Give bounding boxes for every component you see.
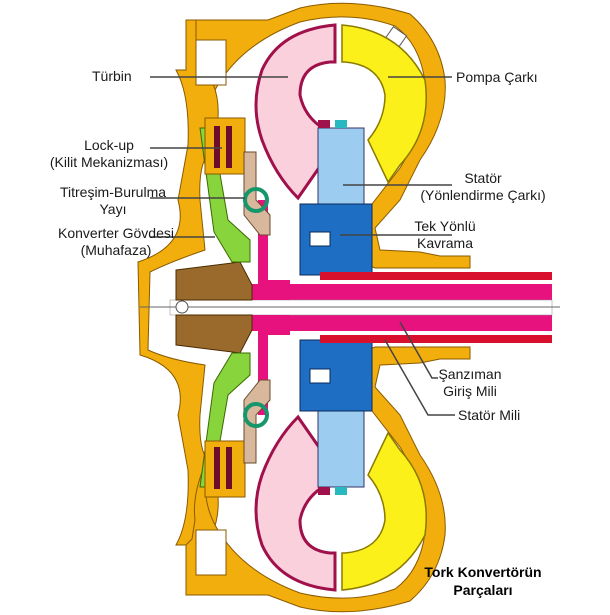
label-input-shaft-line2: Giriş Mili (443, 383, 497, 399)
damper-spring-top (243, 187, 269, 213)
lockup-plate-top-1 (214, 126, 220, 168)
stator (317, 120, 365, 495)
oneway-bottom-window (309, 368, 331, 384)
label-damper: Titreşim-Burulma Yayı (48, 184, 178, 218)
hub-top (175, 261, 253, 301)
lockup-plate-bottom-2 (226, 447, 232, 489)
label-lockup-line1: Lock-up (84, 137, 134, 153)
label-input-shaft-line1: Şanzıman (438, 366, 502, 382)
label-housing-line2: (Muhafaza) (80, 242, 152, 258)
label-damper-line2: Yayı (99, 201, 127, 217)
title-line1: Tork Konvertörün (424, 564, 542, 580)
housing-boss-top (195, 39, 227, 86)
leader-input-shaft (399, 321, 438, 379)
label-oneway-line1: Tek Yönlü (414, 218, 476, 234)
lockup-plate-top-2 (226, 126, 232, 168)
label-housing: Konverter Gövdesi (Muhafaza) (48, 225, 184, 259)
label-stator-line1: Statör (464, 170, 502, 186)
damper-plate-top (243, 151, 271, 236)
shafts (140, 200, 560, 415)
label-stator: Statör (Yönlendirme Çarkı) (408, 170, 558, 204)
leader-stator-shaft (384, 339, 455, 416)
label-input-shaft: Şanzıman Giriş Mili (430, 366, 510, 400)
turbine-hub-top (240, 200, 290, 300)
turbine-top (254, 23, 337, 201)
one-way-clutch (299, 203, 373, 412)
housing-boss-bottom (195, 529, 227, 576)
stator-cap-top (335, 120, 347, 128)
turbine-hub-bottom (240, 315, 290, 415)
label-housing-line1: Konverter Gövdesi (58, 225, 174, 241)
leader-lines (150, 76, 455, 416)
pilot-ball (175, 300, 189, 314)
label-oneway-clutch: Tek Yönlü Kavrama (400, 218, 490, 252)
stator-shaft-top (320, 272, 552, 280)
turbine (254, 23, 337, 592)
lockup-plate-bottom-1 (214, 447, 220, 489)
hub-bottom (175, 314, 253, 354)
label-lockup: Lock-up (Kilit Mekanizması) (36, 137, 182, 171)
damper-plate-bottom (243, 379, 271, 464)
turbine-tab-top (318, 120, 330, 128)
turbine-tab-bottom (318, 487, 330, 495)
label-oneway-line2: Kavrama (416, 235, 474, 251)
pump-top (341, 24, 427, 184)
label-lockup-line2: (Kilit Mekanizması) (49, 154, 169, 170)
stator-cap-bottom (335, 487, 347, 495)
pump-impeller (341, 24, 427, 591)
turbine-bottom (254, 414, 337, 592)
stator-blade-top (317, 127, 365, 207)
damper-spring-bottom (243, 402, 269, 428)
label-turbine: Türbin (92, 68, 132, 84)
lockup-frame-top (204, 117, 246, 175)
stator-blade-bottom (317, 408, 365, 488)
label-pump: Pompa Çarkı (456, 69, 538, 85)
label-damper-line1: Titreşim-Burulma (59, 184, 167, 200)
torsional-damper (243, 151, 271, 464)
diagram-title: Tork Konvertörün Parçaları (408, 563, 558, 599)
stator-shaft-bottom (320, 335, 552, 343)
title-line2: Parçaları (453, 582, 513, 598)
label-stator-line2: (Yönlendirme Çarkı) (420, 187, 546, 203)
lockup-clutch (199, 117, 251, 498)
lockup-frame-bottom (204, 440, 246, 498)
oneway-top-window (309, 231, 331, 247)
front-hub (175, 261, 253, 354)
label-stator-shaft: Statör Mili (458, 407, 521, 423)
pump-bottom (341, 431, 427, 591)
